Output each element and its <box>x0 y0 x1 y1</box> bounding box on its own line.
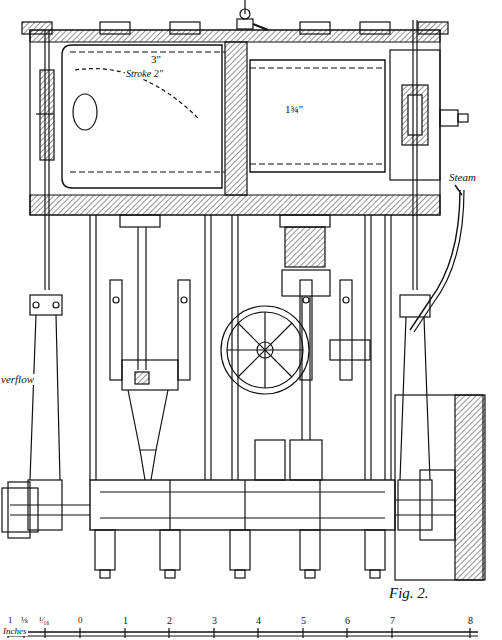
scale-number: ¹⁄₁₆ <box>38 616 50 625</box>
crosshead <box>122 227 178 480</box>
scale-number: 0 <box>77 616 84 625</box>
top-valve <box>237 0 268 30</box>
port-label: verflow <box>0 374 35 385</box>
scale-number: 8 <box>467 616 474 626</box>
scale-number: 1 <box>122 616 129 626</box>
dimension-label: 3" <box>150 54 162 65</box>
dimension-label: 1¾" <box>284 104 304 115</box>
scale-number: 3 <box>211 616 218 626</box>
dimension-label: Stroke 2" <box>125 69 164 79</box>
scale-number: 5 <box>300 616 307 626</box>
scale-number: ⅛ <box>20 616 29 625</box>
scale-number: 2 <box>166 616 173 626</box>
scale-number: 1 <box>7 616 14 625</box>
flywheel <box>395 395 485 580</box>
scale-number: 6 <box>344 616 351 626</box>
crank-bed <box>2 440 395 578</box>
eccentric-rods <box>28 295 432 530</box>
scale-number: 7 <box>389 616 396 626</box>
scale-number: 4 <box>255 616 262 626</box>
figure-caption: Fig. 2. <box>388 586 430 601</box>
frame-columns <box>90 215 391 480</box>
scale-unit: Inches <box>2 627 28 636</box>
cylinder-block <box>22 20 468 332</box>
scale-bar <box>8 628 478 638</box>
handwheel <box>221 306 370 394</box>
port-label: Steam <box>448 172 477 183</box>
